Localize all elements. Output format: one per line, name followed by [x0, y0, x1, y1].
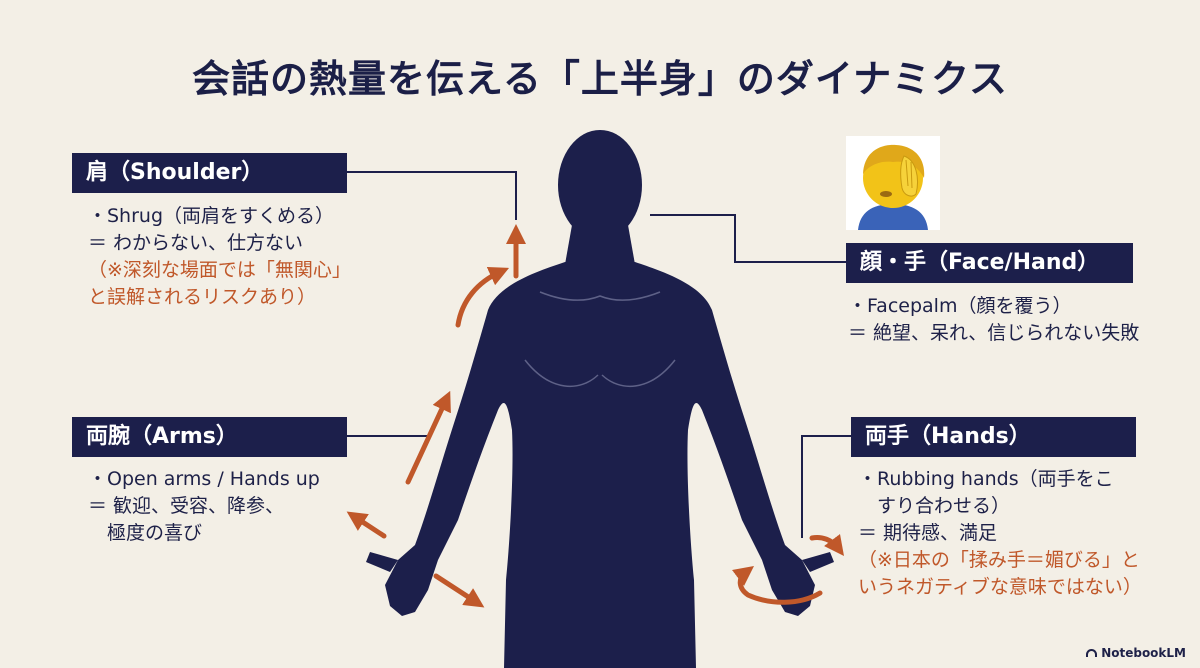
desc-hands-line: ＝ 期待感、満足: [858, 522, 998, 544]
desc-face-hand: ・Facepalm（顔を覆う） ＝ 絶望、呆れ、信じられない失敗: [848, 293, 1139, 347]
connector-hands: [801, 435, 851, 538]
note-shoulder: と誤解されるリスクあり）: [88, 286, 317, 308]
note-hands: （※日本の「揉み手＝媚びる」と: [858, 549, 1140, 571]
desc-arms-line: 極度の喜び: [88, 522, 203, 544]
page-title: 会話の熱量を伝える「上半身」のダイナミクス: [192, 57, 1008, 101]
desc-arms: ・Open arms / Hands up ＝ 歓迎、受容、降参、 極度の喜び: [88, 466, 320, 547]
arrow-hands-rotate-bottom: [731, 565, 823, 605]
desc-hands-line: ・Rubbing hands（両手をこ: [858, 468, 1114, 490]
note-hands: いうネガティブな意味ではない）: [858, 576, 1142, 598]
desc-face-line: ＝ 絶望、呆れ、信じられない失敗: [848, 322, 1140, 344]
desc-shoulder: ・Shrug（両肩をすくめる） ＝ わからない、仕方ない （※深刻な場面では「無…: [88, 203, 351, 311]
desc-shoulder-line: ・Shrug（両肩をすくめる）: [88, 205, 335, 227]
connector-shoulder: [347, 171, 517, 220]
label-hands: 両手（Hands）: [851, 417, 1136, 457]
brand-name: NotebookLM: [1101, 646, 1186, 660]
brand-watermark: NotebookLM: [1086, 646, 1186, 660]
arrow-arm-raise: [405, 390, 451, 485]
label-arms: 両腕（Arms）: [72, 417, 347, 457]
body-silhouette: [366, 130, 834, 668]
arrow-group: [346, 224, 845, 608]
arrow-shoulder-curve: [455, 267, 510, 328]
facepalm-emoji-icon: [846, 136, 940, 230]
notebooklm-logo-icon: [1086, 649, 1098, 657]
desc-shoulder-line: ＝ わからない、仕方ない: [88, 232, 304, 254]
label-shoulder: 肩（Shoulder）: [72, 153, 347, 193]
body-muscle-lines: [524, 291, 676, 388]
desc-arms-line: ・Open arms / Hands up: [88, 468, 320, 490]
arrow-arm-out: [433, 573, 485, 608]
desc-hands-line: すり合わせる）: [858, 495, 1011, 517]
desc-arms-line: ＝ 歓迎、受容、降参、: [88, 495, 285, 517]
desc-face-line: ・Facepalm（顔を覆う）: [848, 295, 1072, 317]
label-face-hand: 顔・手（Face/Hand）: [846, 243, 1133, 283]
connector-face: [650, 214, 846, 263]
arrow-hands-rotate-top: [809, 533, 845, 556]
desc-hands: ・Rubbing hands（両手をこ すり合わせる） ＝ 期待感、満足 （※日…: [858, 466, 1142, 601]
note-shoulder: （※深刻な場面では「無関心」: [88, 259, 351, 281]
arrow-arm-open: [346, 511, 387, 539]
